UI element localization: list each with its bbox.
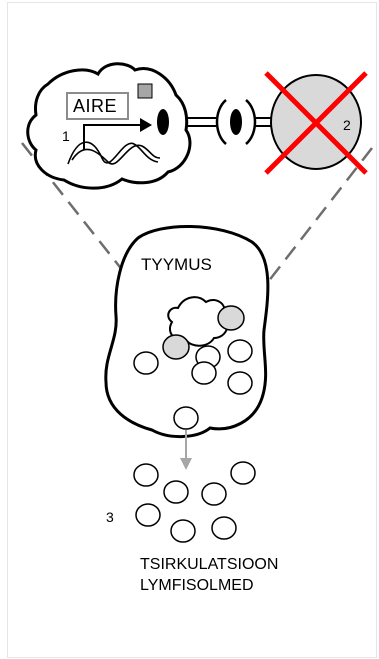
gray-marker-square — [137, 83, 153, 99]
thymus-cell-3 — [227, 339, 253, 363]
caption-line-1: TSIRKULATSIOON — [140, 556, 279, 573]
antigen-on-cell — [157, 109, 169, 135]
circulating-cell-5 — [135, 503, 161, 527]
circulating-cell-1 — [133, 463, 159, 487]
red-cross-stroke-2 — [264, 71, 368, 175]
bracket-left — [215, 99, 227, 145]
dna-wave-2 — [71, 144, 161, 165]
thymus-epithelial-cell — [167, 296, 229, 347]
presented-antigen — [230, 109, 242, 135]
exit-arrow-head — [180, 458, 192, 470]
circulating-cell-3 — [163, 480, 189, 504]
thymus-label: TYYMUS — [141, 255, 212, 274]
thymus-cell-6 — [173, 406, 199, 430]
aire-box — [66, 92, 129, 120]
thymus-cell-1 — [133, 351, 159, 375]
number-1-label: 1 — [62, 128, 70, 144]
thymus-gray-cell-1 — [217, 305, 245, 331]
dna-wave-1 — [67, 141, 159, 165]
thymus-cell-5 — [227, 371, 253, 395]
page-border — [7, 2, 377, 658]
number-3-label: 3 — [106, 509, 114, 525]
aire-arrow-head — [140, 118, 152, 132]
aire-label: AIRE — [73, 96, 118, 116]
circulating-cell-2 — [230, 461, 256, 485]
caption-line-2: LYMFISOLMED — [140, 577, 254, 594]
thymus-cell-4 — [191, 361, 217, 385]
circulating-cell-6 — [170, 519, 196, 543]
bracket-right — [245, 99, 257, 145]
circulating-cell-4 — [201, 482, 227, 506]
thymus-gray-cell-2 — [162, 334, 190, 360]
number-2-label: 2 — [343, 117, 351, 133]
circulating-cell-7 — [211, 516, 237, 540]
